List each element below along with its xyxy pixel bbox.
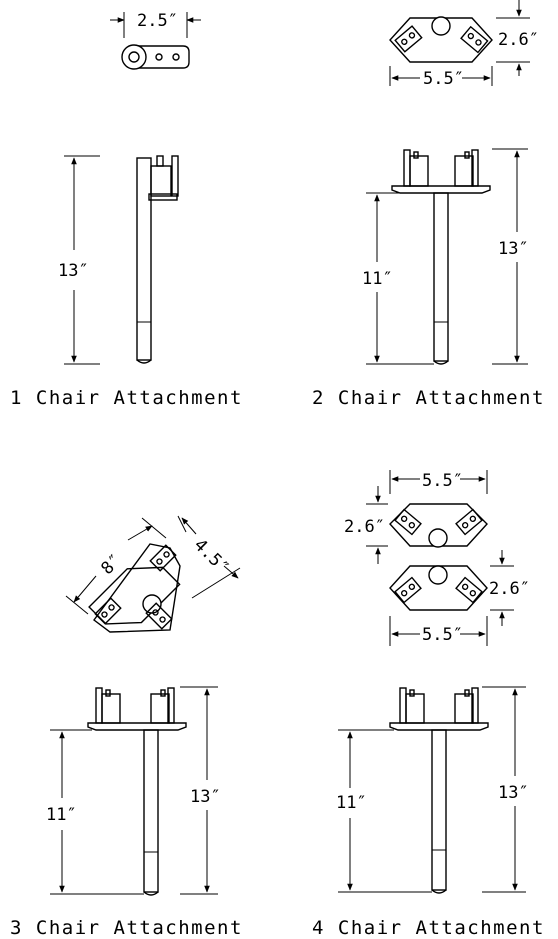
caption-three-chair: 3 Chair Attachment [10,917,243,939]
four-top-width-label: 5.5″ [422,471,463,491]
caption-two-chair: 2 Chair Attachment [312,387,545,409]
caption-four-chair: 4 Chair Attachment [312,917,545,939]
four-chair-plate-view-top: 5.5″ 2.6″ [344,470,488,564]
three-chair-plate-view: 8″ 4.5″ [65,515,241,633]
four-bottom-width-label: 5.5″ [422,625,463,645]
four-top-height-label: 2.6″ [344,517,385,537]
two-chair-plate-view: 2.6″ 5.5″ [389,0,539,89]
two-chair-side-view: 11″ 13″ [362,148,529,365]
three-plate-short-label: 4.5″ [190,535,233,578]
one-plate-width-label: 2.5″ [137,11,178,31]
two-height-label: 13″ [498,239,529,259]
two-shaft-label: 11″ [362,269,393,289]
one-height-label: 13″ [58,261,89,281]
four-chair-plate-view-bottom: 2.6″ 5.5″ [389,550,530,646]
three-height-label: 13″ [190,787,221,807]
two-plate-height-label: 2.6″ [498,30,539,50]
two-plate-width-label: 5.5″ [423,69,464,89]
four-chair-side-view: 11″ 13″ [336,686,529,894]
three-chair-side-view: 11″ 13″ [46,686,221,896]
three-shaft-label: 11″ [46,805,77,825]
four-bottom-height-label: 2.6″ [489,579,530,599]
four-shaft-label: 11″ [336,793,367,813]
four-height-label: 13″ [498,783,529,803]
caption-one-chair: 1 Chair Attachment [10,387,243,409]
one-chair-side-view: 13″ [58,155,179,365]
one-chair-plate-view: 2.5″ [110,11,201,70]
